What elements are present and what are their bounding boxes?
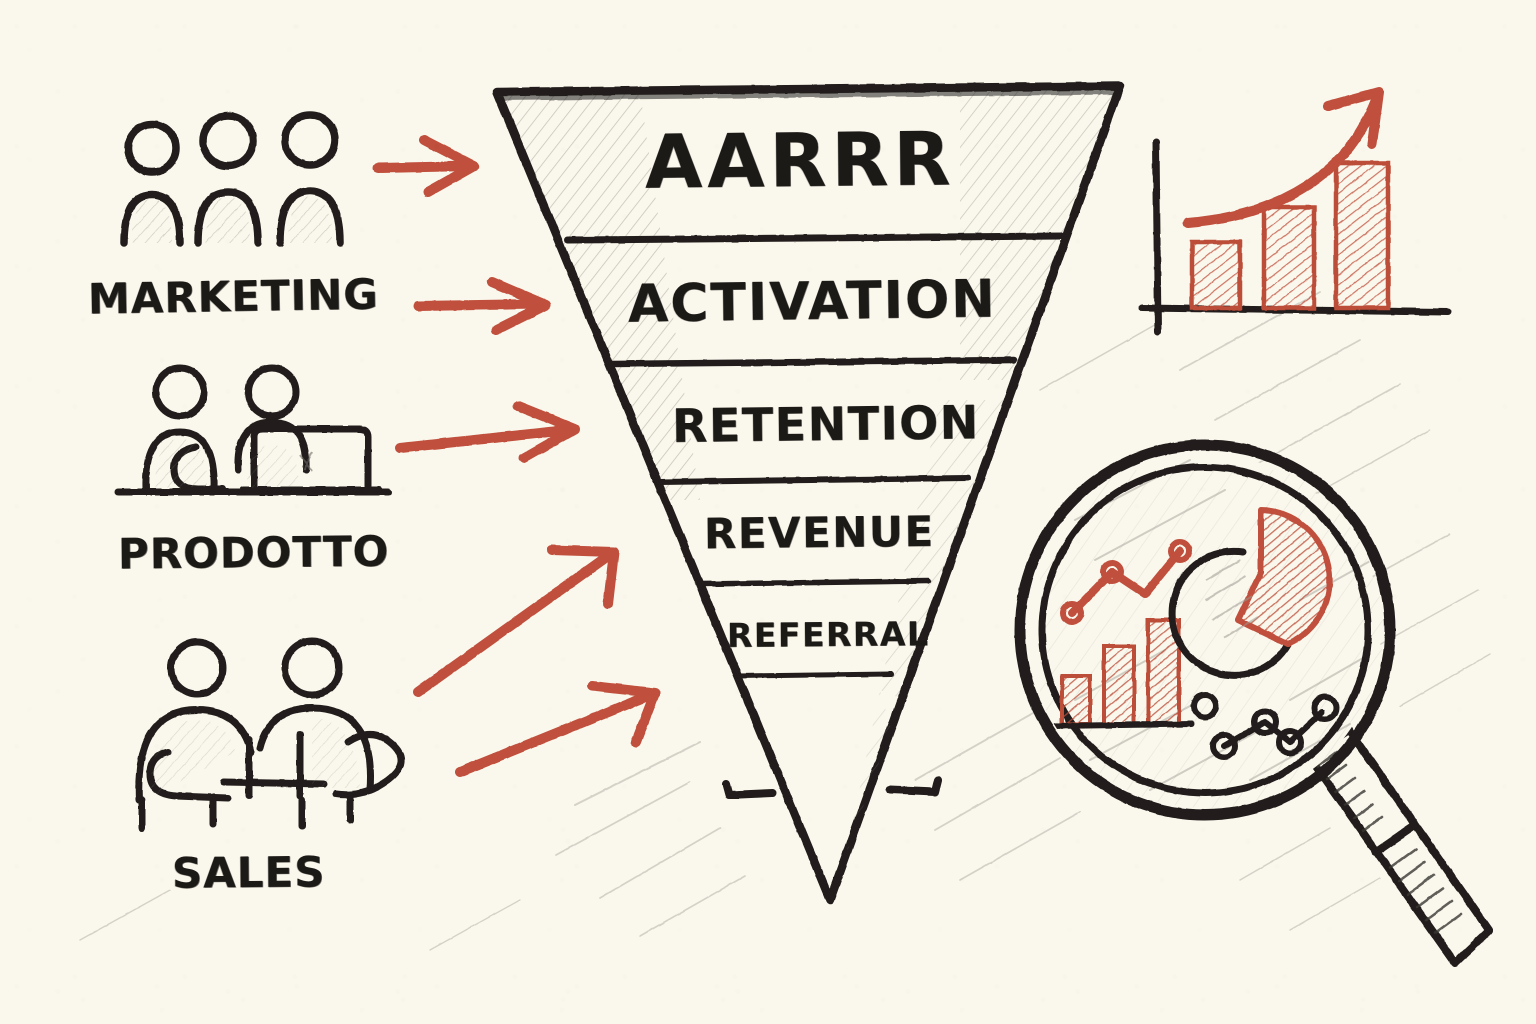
input-arrows [373, 135, 660, 777]
handshake-two-people-icon [135, 637, 405, 832]
magnifying-glass [1014, 439, 1493, 967]
bar-2 [1261, 204, 1317, 311]
input-label-prodotto: PRODOTTO [117, 526, 390, 579]
arrow-4 [413, 545, 619, 697]
input-label-sales: SALES [171, 847, 326, 898]
divider-4 [697, 578, 931, 587]
magnifier-inner-ring [1038, 463, 1372, 797]
divider-5 [734, 671, 895, 679]
arrow-2 [413, 277, 551, 335]
magnifier-handle [1304, 725, 1493, 967]
funnel-stage-retention: RETENTION [671, 395, 981, 453]
three-people-icon [120, 111, 344, 247]
funnel-arrow-tip [722, 776, 942, 799]
funnel-stage-aarrr: AARRR [644, 116, 956, 206]
funnel-outline [492, 81, 1125, 905]
divider-1 [564, 232, 1066, 244]
chart-bars [1189, 160, 1391, 311]
divider-3 [656, 475, 971, 485]
divider-2 [608, 356, 1018, 368]
arrow-5 [455, 681, 660, 777]
funnel-stage-activation: ACTIVATION [627, 269, 998, 335]
arrow-3 [395, 401, 580, 463]
bar-1 [1189, 239, 1243, 311]
arrow-1 [373, 135, 479, 197]
funnel-stage-referral: REFERRAL [726, 614, 930, 655]
line-chart-icon [1060, 539, 1192, 625]
chart-y-axis [1152, 138, 1162, 336]
two-people-at-laptop-icon [114, 364, 392, 496]
input-label-marketing: MARKETING [87, 269, 380, 324]
funnel-stage-revenue: REVENUE [703, 506, 935, 559]
magnifier-outer-ring [1014, 439, 1396, 821]
pie-chart-icon [1168, 507, 1333, 679]
network-graph-icon [1191, 692, 1339, 760]
bar-3 [1333, 160, 1391, 311]
funnel-dividers [564, 232, 1066, 679]
growth-bar-chart [1138, 87, 1452, 336]
bar-chart-icon [1049, 618, 1195, 729]
rising-trend-arrow [1183, 87, 1384, 228]
